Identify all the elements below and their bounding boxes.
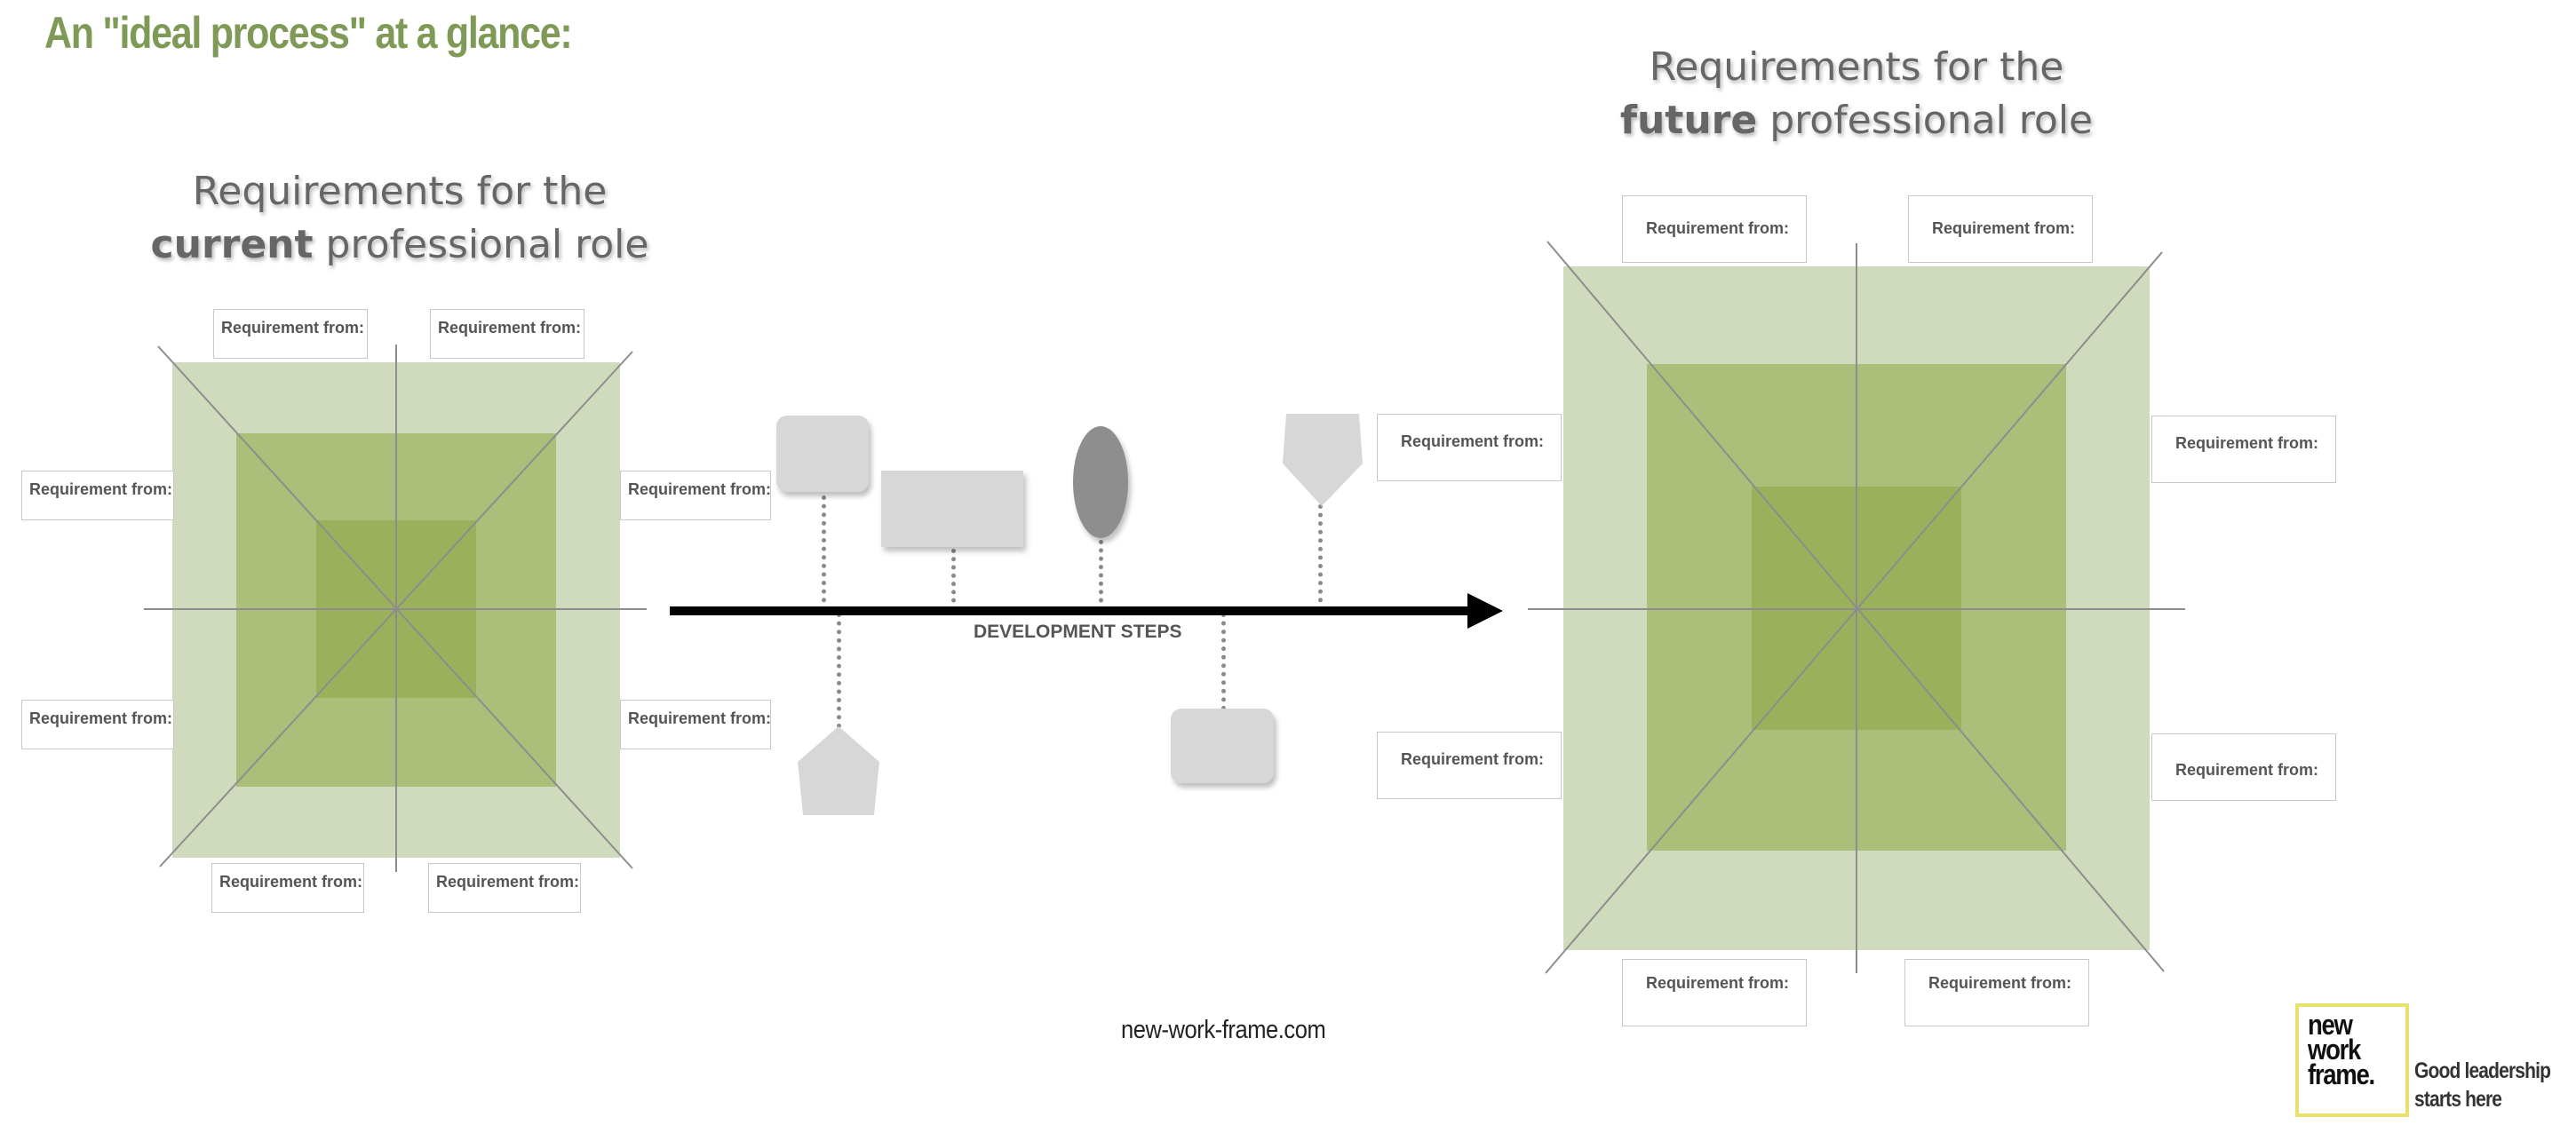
- step-connector: [822, 495, 826, 611]
- current-role-heading: Requirements for the current professiona…: [133, 165, 666, 272]
- timeline-arrow-shaft: [670, 606, 1469, 615]
- current-requirement-box[interactable]: Requirement from:: [430, 309, 584, 359]
- future-requirement-box[interactable]: Requirement from:: [1377, 732, 1562, 799]
- future-role-heading: Requirements for the future professional…: [1590, 41, 2123, 147]
- current-requirement-box[interactable]: Requirement from:: [620, 471, 771, 520]
- step-connector: [951, 549, 956, 611]
- future-requirement-box[interactable]: Requirement from:: [1622, 959, 1807, 1026]
- current-role-heading-rest: professional role: [313, 222, 649, 267]
- logo-tagline-line2: starts here: [2414, 1087, 2502, 1112]
- future-requirement-box[interactable]: Requirement from:: [2151, 733, 2336, 801]
- page-title: An "ideal process" at a glance:: [44, 8, 573, 58]
- current-role-heading-emphasis: current: [150, 222, 314, 267]
- step-rounded-square: [776, 416, 869, 492]
- future-requirement-box[interactable]: Requirement from:: [1908, 195, 2093, 263]
- company-logo: new work frame.: [2295, 1003, 2409, 1117]
- future-requirement-box[interactable]: Requirement from:: [1377, 414, 1562, 481]
- current-requirement-box[interactable]: Requirement from:: [620, 700, 771, 749]
- future-role-heading-emphasis: future: [1619, 98, 1758, 143]
- future-role-heading-line2: future professional role: [1590, 94, 2123, 147]
- future-requirement-box[interactable]: Requirement from:: [1622, 195, 1807, 263]
- step-connector: [1318, 504, 1323, 611]
- step-pentagon: [798, 726, 879, 815]
- current-role-heading-line2: current professional role: [133, 218, 666, 272]
- step-ellipse: [1073, 426, 1128, 538]
- future-role-heading-line1: Requirements for the: [1649, 44, 2064, 90]
- logo-tagline: Good leadership starts here: [2414, 1057, 2551, 1113]
- future-role-heading-rest: professional role: [1757, 98, 2094, 143]
- current-requirement-box[interactable]: Requirement from:: [21, 700, 174, 749]
- logo-tagline-line1: Good leadership: [2414, 1058, 2551, 1083]
- current-requirement-box[interactable]: Requirement from:: [428, 863, 581, 913]
- step-pentagon: [1283, 414, 1363, 506]
- footer-url[interactable]: new-work-frame.com: [1121, 1016, 1326, 1044]
- current-requirement-box[interactable]: Requirement from:: [21, 471, 174, 520]
- step-connector: [1099, 540, 1103, 611]
- logo-line-new: new: [2308, 1009, 2353, 1041]
- current-role-heading-line1: Requirements for the: [192, 169, 608, 214]
- current-requirement-box[interactable]: Requirement from:: [213, 309, 368, 359]
- step-connector: [837, 613, 841, 728]
- logo-line-frame: frame.: [2308, 1058, 2375, 1090]
- future-requirement-box[interactable]: Requirement from:: [1904, 959, 2089, 1026]
- step-rounded-square: [1171, 709, 1274, 783]
- current-requirement-box[interactable]: Requirement from:: [211, 863, 364, 913]
- logo-line-work: work: [2308, 1034, 2361, 1066]
- step-connector: [1221, 613, 1226, 710]
- future-requirement-box[interactable]: Requirement from:: [2151, 416, 2336, 483]
- timeline-label: DEVELOPMENT STEPS: [974, 622, 1182, 642]
- step-rectangle: [881, 471, 1023, 547]
